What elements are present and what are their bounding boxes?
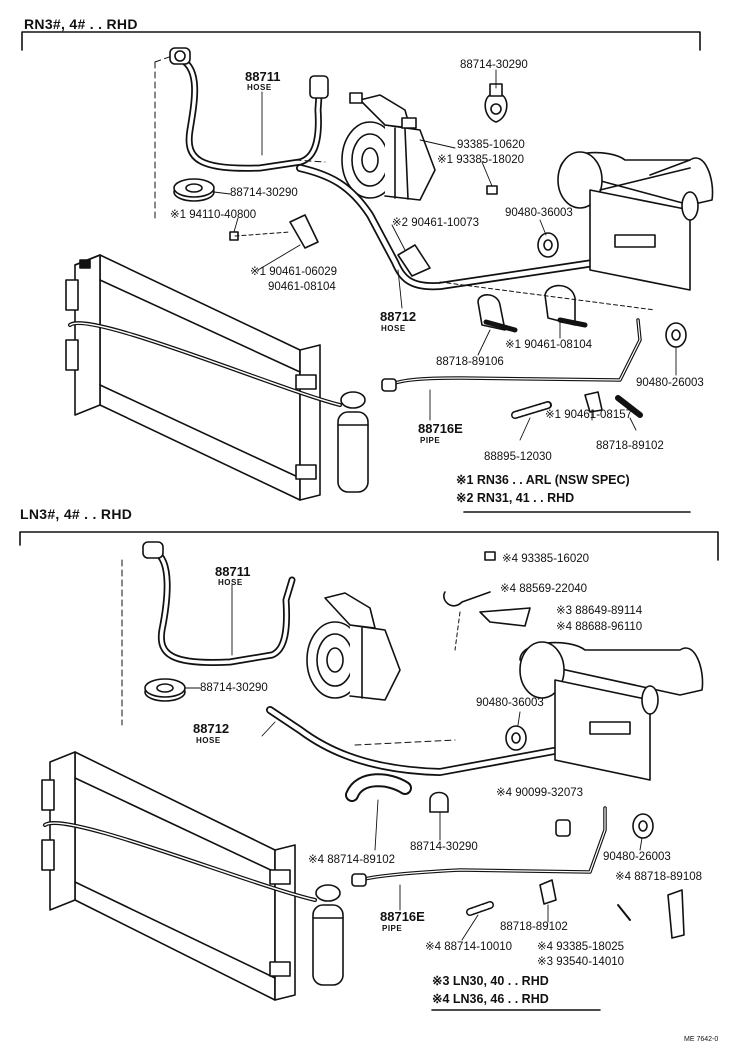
- top-pipe-88716e-word: PIPE: [420, 436, 441, 445]
- top-part-90461-08104-a: 90461-08104: [268, 281, 336, 293]
- top-receiver-drier: [337, 391, 369, 493]
- bottom-part-88718-89108: ※4 88718-89108: [615, 871, 703, 883]
- top-part-94110-40800: ※1 94110-40800: [170, 209, 257, 221]
- bottom-note-3: ※3 LN30, 40 . . RHD: [432, 974, 549, 988]
- bottom-hose-88711-label: 88711: [215, 564, 251, 579]
- top-hose-88712-label: 88712: [380, 309, 417, 324]
- bottom-pipe-88716e-word: PIPE: [382, 924, 403, 933]
- top-part-90480-26003: 90480-26003: [636, 377, 704, 389]
- bottom-part-90480-26003: 90480-26003: [603, 851, 671, 863]
- bottom-section-header: LN3#, 4# . . RHD: [20, 506, 133, 522]
- bottom-receiver-drier: [312, 884, 344, 986]
- bottom-leaders: [184, 584, 643, 941]
- top-pipe-88716e-label: 88716E: [418, 421, 463, 436]
- top-part-88718-89102: 88718-89102: [596, 440, 664, 452]
- bottom-part-93385-16020: ※4 93385-16020: [502, 553, 590, 565]
- bottom-part-88649-89114: ※3 88649-89114: [556, 605, 643, 617]
- top-compressor: [341, 92, 436, 201]
- bottom-hose-88711-word: HOSE: [218, 578, 243, 587]
- top-clamp-08104: [544, 284, 588, 328]
- top-part-88714-30290-b: 88714-30290: [230, 187, 298, 199]
- top-clamp-a: [484, 83, 508, 123]
- bottom-pipe-88716e: [43, 806, 607, 902]
- bottom-compressor: [306, 592, 401, 701]
- top-part-90461-08104-b: ※1 90461-08104: [505, 339, 593, 351]
- bottom-note-4: ※4 LN36, 46 . . RHD: [432, 992, 549, 1006]
- top-hose-88711: [154, 47, 329, 221]
- top-part-90461-10073: ※2 90461-10073: [392, 217, 480, 229]
- top-grommet-36003: [537, 232, 559, 258]
- top-part-90480-36003: 90480-36003: [505, 207, 573, 219]
- bottom-clamp-a: [144, 678, 186, 702]
- bottom-hose-88712-word: HOSE: [196, 736, 221, 745]
- bottom-part-93385-18025: ※4 93385-18025: [537, 941, 625, 953]
- bottom-part-88714-30290-b: 88714-30290: [410, 841, 478, 853]
- top-note-1: ※1 RN36 . . ARL (NSW SPEC): [456, 473, 630, 487]
- top-part-88895-12030: 88895-12030: [484, 451, 552, 463]
- footer-code: ME 7642-0: [684, 1036, 719, 1043]
- top-part-88714-30290-a: 88714-30290: [460, 59, 528, 71]
- top-clamp-89106: [477, 294, 518, 333]
- top-section-frame: [21, 31, 701, 513]
- top-pipe-88716e: [68, 318, 642, 407]
- bottom-part-88714-30290-a: 88714-30290: [200, 682, 268, 694]
- top-section-header: RN3#, 4# . . RHD: [24, 16, 138, 32]
- top-hose-88711-word: HOSE: [247, 83, 272, 92]
- top-hose-88712-word: HOSE: [381, 324, 406, 333]
- bottom-part-90099-32073: ※4 90099-32073: [496, 787, 584, 799]
- bottom-part-88688-96110: ※4 88688-96110: [556, 621, 643, 633]
- bottom-part-88718-89102: 88718-89102: [500, 921, 568, 933]
- top-part-93385-10620: 93385-10620: [457, 139, 525, 151]
- top-condenser: [65, 254, 321, 501]
- bottom-small-parts: [345, 551, 685, 939]
- bottom-hose-88712-label: 88712: [193, 721, 230, 736]
- top-note-2: ※2 RN31, 41 . . RHD: [456, 491, 575, 505]
- bottom-part-88569-22040: ※4 88569-22040: [500, 583, 588, 595]
- top-hose-88711-label: 88711: [245, 69, 281, 84]
- top-clamp-b: [173, 178, 215, 202]
- bottom-condenser: [41, 751, 296, 1001]
- bottom-evaporator: [519, 641, 704, 781]
- top-part-90461-08157: ※1 90461-08157: [545, 409, 633, 421]
- top-small-parts: [229, 185, 656, 419]
- bottom-part-88714-89102: ※4 88714-89102: [308, 854, 396, 866]
- top-part-93385-18020: ※1 93385-18020: [437, 154, 525, 166]
- bottom-part-88714-10010: ※4 88714-10010: [425, 941, 513, 953]
- top-evaporator: [557, 151, 714, 291]
- bottom-pipe-88716e-label: 88716E: [380, 909, 425, 924]
- bottom-part-90480-36003: 90480-36003: [476, 697, 544, 709]
- bottom-part-93540-14010: ※3 93540-14010: [537, 956, 625, 968]
- bottom-hose-88711: [121, 541, 296, 726]
- top-grommet-26003: [665, 322, 687, 348]
- bottom-section-frame: [19, 531, 719, 1011]
- bottom-hose-88712: [266, 706, 594, 776]
- top-leaders: [213, 69, 677, 441]
- top-part-90461-06029: ※1 90461-06029: [250, 266, 338, 278]
- top-part-88718-89106: 88718-89106: [436, 356, 504, 368]
